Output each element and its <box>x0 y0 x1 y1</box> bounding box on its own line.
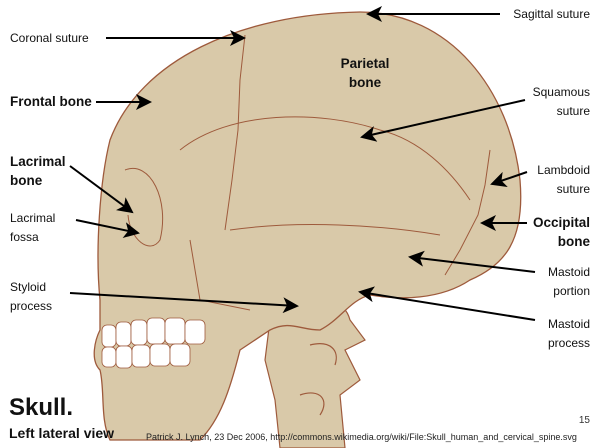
label-mastoid-process: Mastoid process <box>548 315 590 353</box>
label-line: suture <box>556 182 590 196</box>
label-styloid-process: Styloid process <box>10 278 52 316</box>
label-coronal-suture: Coronal suture <box>10 31 89 45</box>
arrow-lacrimal-fossa <box>75 219 140 238</box>
label-line: Lacrimal <box>10 211 56 225</box>
label-occipital-bone: Occipital bone <box>533 213 590 251</box>
label-arrows <box>69 6 536 321</box>
label-line: fossa <box>10 230 39 244</box>
label-line: bone <box>557 234 590 249</box>
label-line: Styloid <box>10 280 47 294</box>
slide-title: Skull. <box>9 394 74 421</box>
label-line: portion <box>553 284 590 298</box>
label-line: process <box>10 299 53 313</box>
label-squamous-suture: Squamous suture <box>533 83 590 121</box>
label-line: Mastoid <box>547 265 590 279</box>
label-line: Lambdoid <box>537 163 590 177</box>
label-line: Parietal <box>340 56 390 71</box>
label-line: Squamous <box>532 85 590 99</box>
label-line: Lacrimal <box>10 154 66 169</box>
label-line: bone <box>348 75 382 90</box>
slide-subtitle: Left lateral view <box>9 425 115 441</box>
label-line: bone <box>10 173 43 188</box>
label-lacrimal-fossa: Lacrimal fossa <box>10 209 55 247</box>
arrow-styloid <box>69 292 299 314</box>
label-line: Occipital <box>532 215 590 230</box>
label-mastoid-portion: Mastoid portion <box>548 263 590 301</box>
label-frontal-bone: Frontal bone <box>10 94 92 109</box>
arrow-mastoid-process <box>358 286 536 321</box>
page-number: 15 <box>578 415 590 426</box>
arrow-lambdoid <box>490 171 528 188</box>
arrow-lacrimal-bone <box>69 165 134 214</box>
image-credit: Patrick J. Lynch, 23 Dec 2006, http://co… <box>146 432 577 442</box>
label-line: Mastoid <box>547 317 590 331</box>
label-lambdoid-suture: Lambdoid suture <box>537 161 590 199</box>
label-line: suture <box>556 104 590 118</box>
arrow-mastoid-portion <box>408 250 536 273</box>
label-line: process <box>547 336 590 350</box>
arrow-squamous <box>360 99 526 142</box>
label-lacrimal-bone: Lacrimal bone <box>10 152 66 190</box>
label-parietal-bone: Parietal bone <box>335 54 395 92</box>
label-sagittal-suture: Sagittal suture <box>513 7 590 21</box>
teeth <box>101 317 206 369</box>
